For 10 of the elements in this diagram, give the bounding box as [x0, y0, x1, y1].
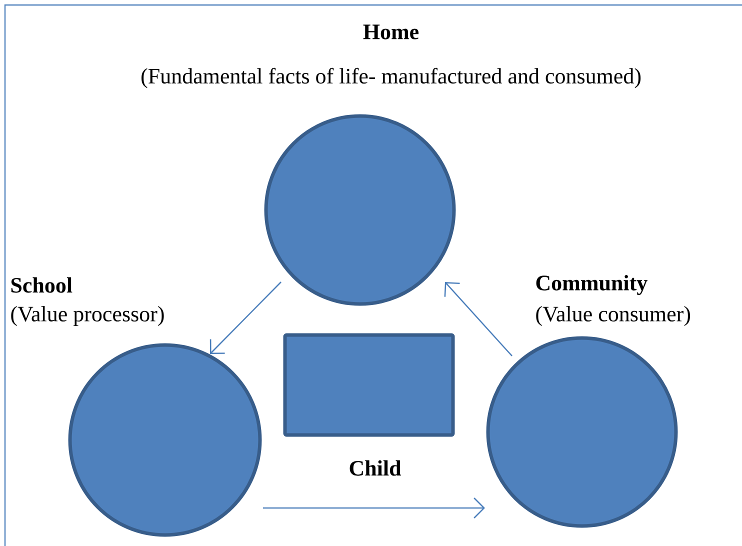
node-heading: Child — [350, 460, 402, 476]
node-heading: School — [11, 277, 72, 293]
node-heading: Community — [536, 275, 648, 295]
arrow — [263, 498, 485, 518]
node-description: (Value consumer) — [536, 306, 690, 326]
node-description: (Fundamental facts of life- manufactured and consumed) — [142, 68, 641, 88]
arrow — [444, 282, 512, 356]
node-description: (Value processor) — [11, 306, 164, 326]
node-heading: Home — [363, 24, 419, 40]
arrow — [210, 282, 282, 354]
